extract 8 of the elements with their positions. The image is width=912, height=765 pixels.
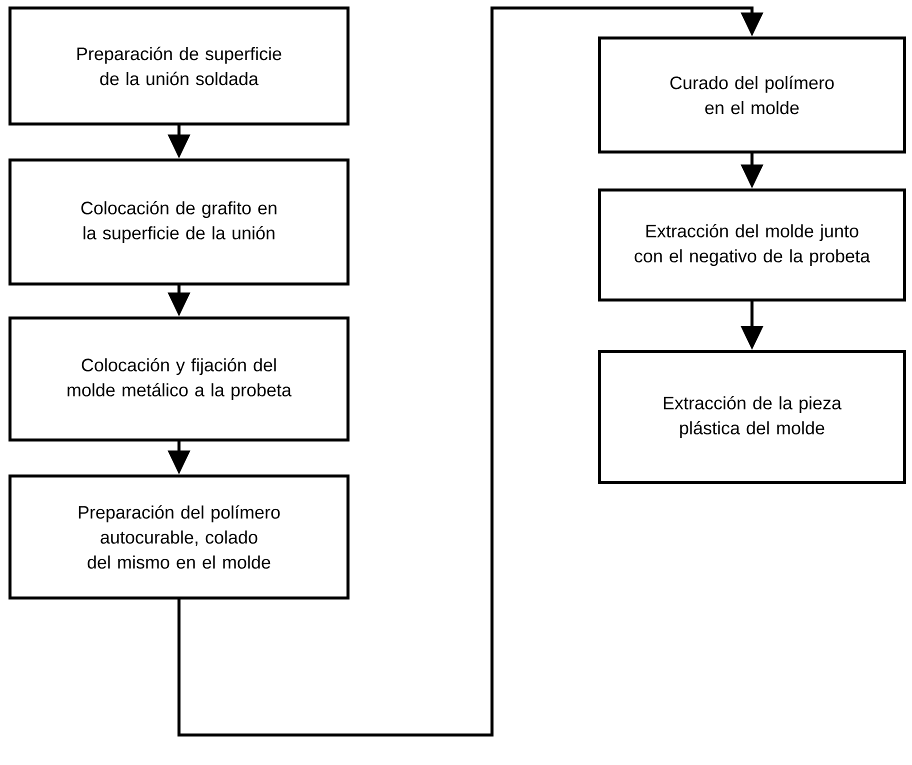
process-box: Preparación del polímero autocurable, colado del mismo en el molde [8, 474, 350, 600]
process-box: Curado del polímero en el molde [598, 36, 906, 154]
process-box: Preparación de superficie de la unión soldada [8, 6, 350, 126]
process-box: Extracción de la pieza plástica del molde [598, 350, 906, 484]
arrow [178, 6, 764, 736]
process-box: Extracción del molde junto con el negativo de la probeta [598, 188, 906, 302]
process-box: Colocación de grafito en la superficie de la unión [8, 158, 350, 286]
process-box: Colocación y fijación del molde metálico a la probeta [8, 316, 350, 442]
